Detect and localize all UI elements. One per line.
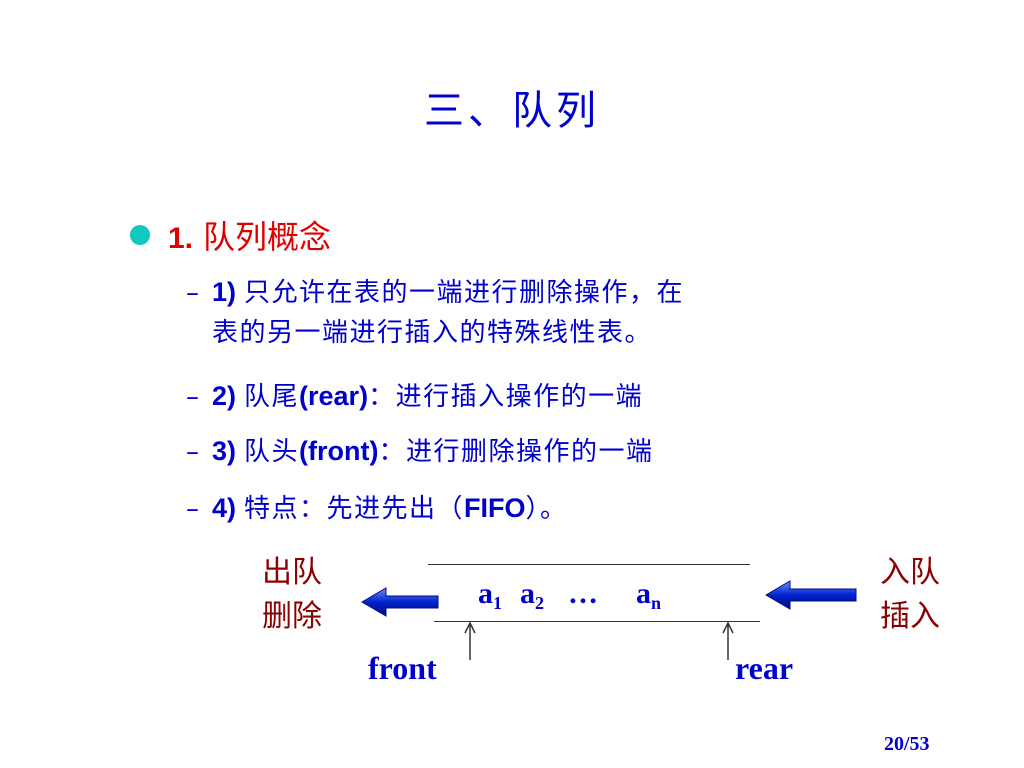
dequeue-label: 出队 删除 bbox=[262, 551, 322, 639]
subitem-post: ）。 bbox=[525, 494, 568, 524]
subitem-post: ：进行插入操作的一端 bbox=[368, 382, 644, 412]
subitem-2: –2)队尾(rear)：进行插入操作的一端 bbox=[186, 376, 643, 417]
subitem-latin: (rear) bbox=[299, 381, 369, 411]
bullet-label: 队列概念 bbox=[203, 218, 332, 256]
queue-top-line bbox=[428, 564, 750, 565]
rear-pointer-icon bbox=[722, 621, 734, 660]
bullet-dot-icon bbox=[130, 225, 150, 245]
bullet-text: 1. 队列概念 bbox=[168, 212, 331, 258]
subitem-pre: 队头 bbox=[244, 437, 300, 467]
page-number: 20/53 bbox=[884, 733, 930, 755]
subitem-number: 2) bbox=[212, 381, 237, 411]
queue-bottom-line bbox=[434, 621, 760, 622]
enqueue-label-line2: 插入 bbox=[880, 599, 940, 634]
dash-icon: – bbox=[186, 494, 201, 524]
subitem-text-line1: 只允许在表的一端进行删除操作，在 bbox=[244, 278, 685, 308]
subitem-number: 1) bbox=[212, 277, 237, 307]
dequeue-label-line1: 出队 bbox=[262, 555, 322, 590]
subitem-post: ：进行删除操作的一端 bbox=[378, 437, 654, 467]
front-label: front bbox=[368, 650, 437, 686]
dash-icon: – bbox=[186, 382, 201, 412]
dash-icon: – bbox=[186, 437, 201, 467]
subitem-number: 3) bbox=[212, 436, 237, 466]
enqueue-label: 入队 插入 bbox=[880, 551, 940, 639]
subitem-4: –4)特点：先进先出（FIFO）。 bbox=[186, 488, 568, 529]
subitem-pre: 特点：先进先出（ bbox=[244, 494, 465, 524]
subitem-3: –3)队头(front)：进行删除操作的一端 bbox=[186, 431, 654, 472]
queue-element: a2 bbox=[520, 577, 544, 613]
queue-element: an bbox=[636, 577, 662, 613]
subitem-latin: (front) bbox=[299, 436, 379, 466]
enqueue-arrow-icon bbox=[765, 580, 857, 610]
subitem-1: –1)只允许在表的一端进行删除操作，在 表的另一端进行插入的特殊线性表。 bbox=[186, 272, 906, 353]
dequeue-label-line2: 删除 bbox=[262, 599, 322, 634]
rear-label: rear bbox=[735, 650, 794, 686]
front-pointer-icon bbox=[464, 621, 476, 660]
slide-title: 三、队列 bbox=[424, 88, 600, 134]
enqueue-label-line1: 入队 bbox=[880, 555, 940, 590]
bullet-1: 1. 队列概念 bbox=[130, 212, 331, 258]
subitem-number: 4) bbox=[212, 493, 237, 523]
bullet-number: 1. bbox=[168, 222, 194, 255]
subitem-latin: FIFO bbox=[464, 493, 526, 523]
dequeue-arrow-icon bbox=[361, 587, 439, 617]
queue-ellipsis: … bbox=[568, 577, 598, 610]
queue-element: a1 bbox=[478, 577, 502, 613]
subitem-pre: 队尾 bbox=[244, 382, 300, 412]
queue-elements: a1 a2 … an bbox=[478, 577, 661, 614]
subitem-text-line2: 表的另一端进行插入的特殊线性表。 bbox=[212, 318, 653, 348]
dash-icon: – bbox=[186, 278, 201, 308]
